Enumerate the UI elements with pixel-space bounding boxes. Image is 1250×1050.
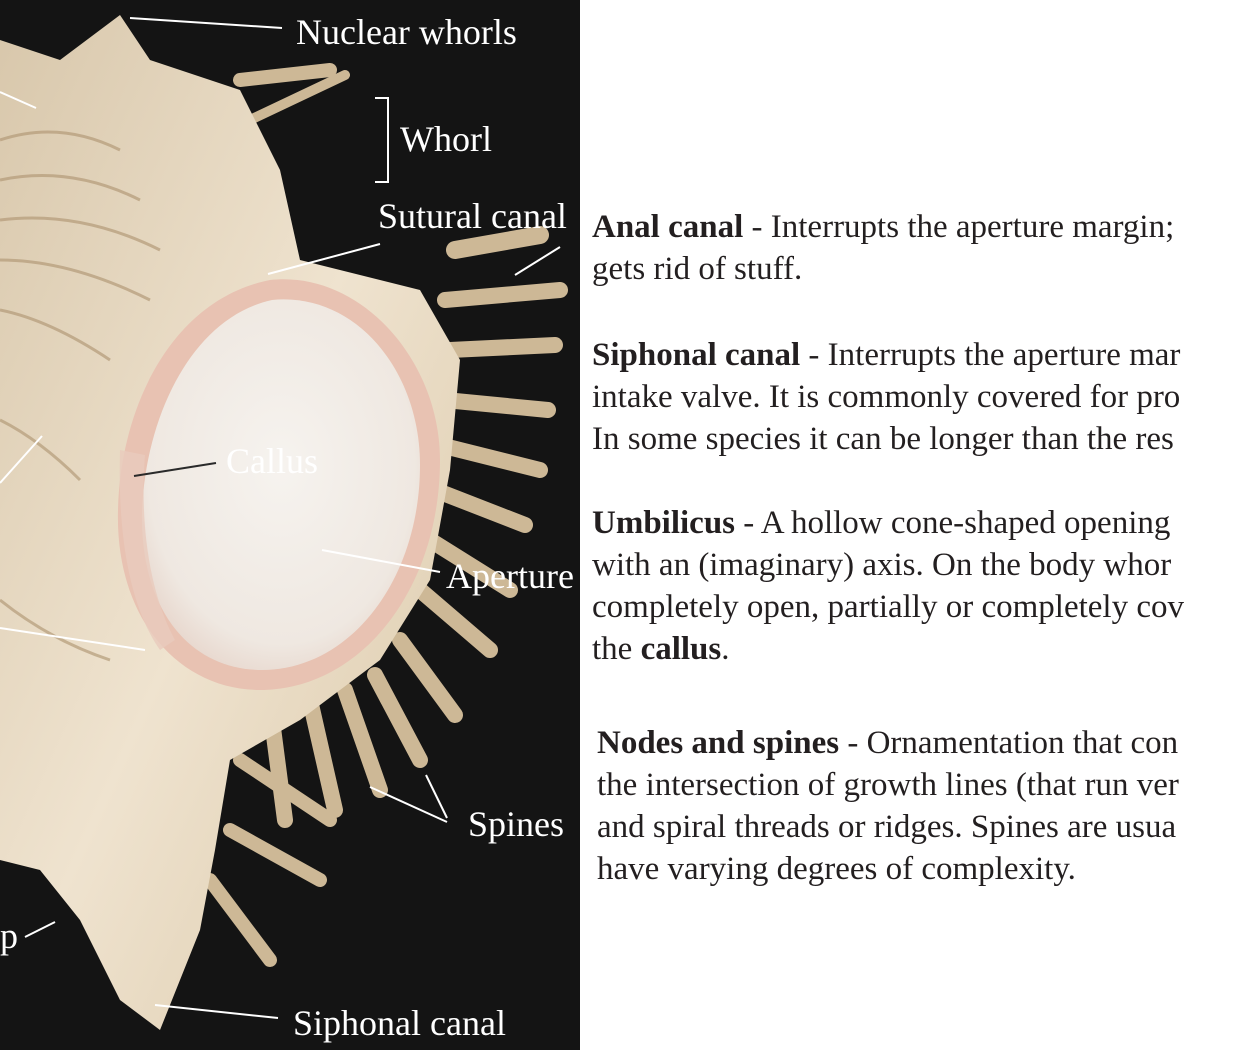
definitions-panel: Anal canal - Interrupts the aperture mar… xyxy=(580,0,1250,1050)
shell-illustration xyxy=(0,15,568,1030)
umbilicus-text-3: completely open, partially or completely… xyxy=(592,589,1184,625)
label-nuclear-whorls: Nuclear whorls xyxy=(296,12,517,52)
siphonal-canal-text-3: In some species it can be longer than th… xyxy=(592,421,1174,457)
leader-lines xyxy=(0,17,561,1019)
callus-term: callus xyxy=(640,631,722,667)
callus-leader xyxy=(133,462,217,477)
umbilicus-text-1: - A hollow cone-shaped opening xyxy=(735,505,1171,541)
nodes-spines-definition: Nodes and spines - Ornamentation that co… xyxy=(597,722,1179,890)
label-whorl: Whorl xyxy=(400,119,492,159)
nodes-spines-text-3: and spiral threads or ridges. Spines are… xyxy=(597,809,1177,845)
umbilicus-definition: Umbilicus - A hollow cone-shaped opening… xyxy=(592,502,1184,670)
umbilicus-text-2: with an (imaginary) axis. On the body wh… xyxy=(592,547,1172,583)
anal-canal-definition: Anal canal - Interrupts the aperture mar… xyxy=(592,206,1174,290)
umbilicus-text-4-end: . xyxy=(721,631,730,667)
siphonal-canal-text-1: - Interrupts the aperture mar xyxy=(800,337,1181,373)
label-callus: Callus xyxy=(226,441,319,481)
siphonal-canal-text-2: intake valve. It is commonly covered for… xyxy=(592,379,1181,415)
umbilicus-term: Umbilicus xyxy=(592,505,736,541)
anal-canal-term: Anal canal xyxy=(592,209,744,245)
siphonal-canal-term: Siphonal canal xyxy=(592,337,801,373)
label-sutural-canal: Sutural canal xyxy=(378,196,567,236)
label-spines: Spines xyxy=(468,804,565,844)
nodes-spines-text-1: - Ornamentation that con xyxy=(839,725,1179,761)
umbilicus-text-4: the xyxy=(592,631,641,667)
label-partial-p: p xyxy=(0,916,18,956)
nodes-spines-term: Nodes and spines xyxy=(597,725,840,761)
nodes-spines-text-4: have varying degrees of complexity. xyxy=(597,851,1076,887)
label-aperture: Aperture xyxy=(446,556,574,596)
siphonal-canal-definition: Siphonal canal - Interrupts the aperture… xyxy=(592,334,1180,460)
anal-canal-text-1: - Interrupts the aperture margin; xyxy=(743,209,1175,245)
aperture-interior xyxy=(141,299,421,670)
label-siphonal-canal: Siphonal canal xyxy=(293,1003,506,1043)
anal-canal-text-2: gets rid of stuff. xyxy=(592,251,803,287)
callus-area xyxy=(119,450,175,650)
shell-photo: Nuclear whorls Whorl Sutural canal Callu… xyxy=(0,0,580,1050)
nodes-spines-text-2: the intersection of growth lines (that r… xyxy=(597,767,1179,803)
spines-group xyxy=(203,63,568,967)
